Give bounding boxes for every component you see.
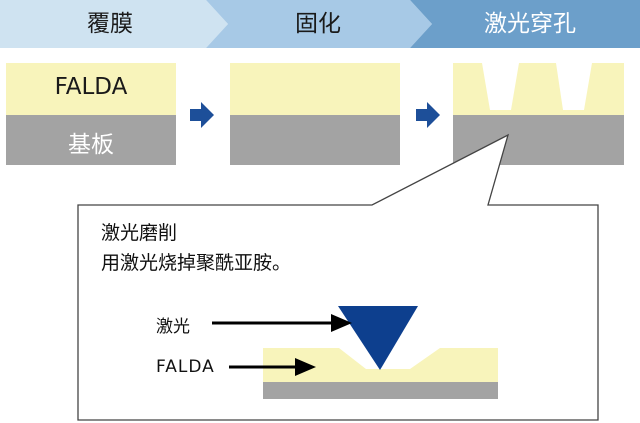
step-label-laser-drilling: 激光穿孔	[484, 11, 576, 37]
step-chevron-1	[0, 0, 228, 48]
process-banner	[0, 0, 640, 48]
stage2-substrate-layer	[230, 115, 400, 165]
substrate-label: 基板	[68, 132, 114, 158]
step-chevron-3	[410, 0, 640, 48]
callout-description: 用激光烧掉聚酰亚胺。	[101, 252, 292, 274]
detail-substrate	[263, 382, 498, 399]
step-chevron-2	[206, 0, 432, 48]
film-pointer-arrowhead	[295, 358, 316, 376]
stage2-film-layer	[230, 63, 400, 115]
laser-label: 激光	[156, 317, 190, 337]
right-arrow-icon	[190, 102, 214, 128]
callout-title: 激光磨削	[101, 222, 178, 244]
step-label-curing: 固化	[295, 11, 341, 37]
detail-film-groove	[263, 348, 498, 382]
step-label-coating: 覆膜	[87, 11, 133, 37]
laser-pointer-arrowhead	[331, 314, 352, 332]
film-label: FALDA	[54, 74, 128, 100]
detail-film-label: FALDA	[156, 357, 215, 377]
stage1-film-layer	[6, 63, 176, 115]
right-arrow-icon	[416, 102, 440, 128]
laser-beam-icon	[338, 306, 418, 370]
stage3-film-with-holes	[453, 63, 624, 115]
stage1-substrate-layer	[6, 115, 176, 165]
